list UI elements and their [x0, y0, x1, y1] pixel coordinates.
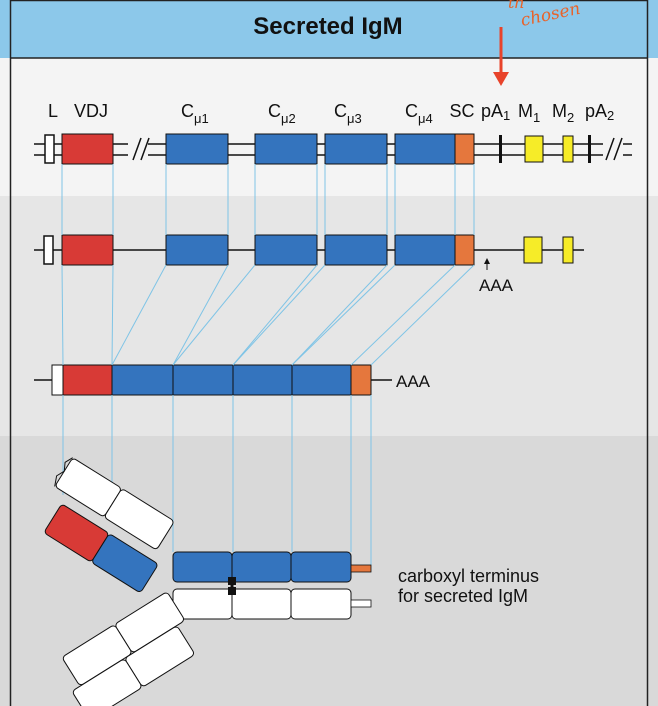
heavy-chain-cmu4-domain	[290, 551, 352, 583]
annotation-line1: th	[508, 0, 525, 12]
gene-exon-SC	[454, 133, 475, 165]
mrna-exon-L	[51, 364, 64, 396]
mrna-exon-VDJ	[62, 364, 113, 396]
mrna-exon-cmu1	[111, 364, 174, 396]
gene-exon-M1	[524, 135, 544, 163]
header-band	[0, 0, 658, 58]
mrna-exon-cmu4	[291, 364, 352, 396]
heavy-chain2-secreted-tail	[350, 599, 372, 608]
caption-line1: carboxyl terminus	[398, 566, 539, 586]
label-pA1: pA1	[481, 101, 510, 123]
mrna-exon-cmu3	[232, 364, 293, 396]
heavy-chain-cmu2-domain	[172, 551, 233, 583]
transcript-exon-VDJ	[61, 234, 114, 266]
gene-exon-cmu2	[254, 133, 318, 165]
label-cmu2: Cμ2	[268, 101, 296, 126]
transcript-exon-SC	[454, 234, 475, 266]
transcript-exon-L	[43, 235, 54, 265]
label-cmu3: Cμ3	[334, 101, 362, 126]
heavy-chain-cmu3-domain	[231, 551, 292, 583]
gene-exon-cmu4	[394, 133, 456, 165]
heavy-chain-secreted-tail	[350, 564, 372, 573]
transcript-exon-cmu1	[165, 234, 229, 266]
gene-panel	[0, 58, 658, 196]
caption-line2: for secreted IgM	[398, 586, 528, 606]
gene-pA2-site	[588, 135, 591, 163]
gene-row	[34, 133, 632, 165]
mrna-row: AAA	[34, 364, 431, 396]
gene-pA1-site	[499, 135, 502, 163]
gene-exon-cmu1	[165, 133, 229, 165]
label-L: L	[48, 101, 58, 121]
igm-protein: carboxyl terminus for secreted IgM	[44, 457, 539, 706]
transcript-exon-cmu4	[394, 234, 456, 266]
label-cmu4: Cμ4	[405, 101, 433, 126]
label-SC: SC	[449, 101, 474, 121]
diagram-title: Secreted IgM	[253, 13, 402, 40]
heavy-chain2-cmu4-domain	[290, 588, 352, 620]
light-chain-upper-c	[104, 489, 174, 550]
transcript-exon-cmu3	[324, 234, 388, 266]
label-M1: M1	[518, 101, 540, 125]
mrna-polyA: AAA	[396, 372, 431, 391]
transcript-polyA: AAA	[479, 276, 514, 295]
mrna-exon-cmu2	[172, 364, 234, 396]
annotation-arrowhead	[493, 72, 509, 86]
label-pA2: pA2	[585, 101, 614, 123]
gene-exon-VDJ	[61, 133, 114, 165]
transcript-row: AAA	[34, 234, 584, 295]
label-cmu1: Cμ1	[181, 101, 209, 126]
gene-exon-M2	[562, 135, 574, 163]
gene-exon-cmu3	[324, 133, 388, 165]
outer-border	[9, 0, 649, 706]
rna-panel	[0, 196, 658, 436]
label-M2: M2	[552, 101, 574, 125]
heavy-chain2-cmu3-domain	[231, 588, 292, 620]
gene-exon-L	[44, 134, 55, 164]
transcript-exon-M2	[562, 236, 574, 264]
transcript-exon-cmu2	[254, 234, 318, 266]
heavy-chain-cmu1-domain	[92, 534, 158, 593]
label-VDJ: VDJ	[74, 101, 108, 121]
exon-connector-lines	[61, 164, 475, 565]
transcript-exon-M1	[523, 236, 543, 264]
mrna-exon-SC	[350, 364, 372, 396]
